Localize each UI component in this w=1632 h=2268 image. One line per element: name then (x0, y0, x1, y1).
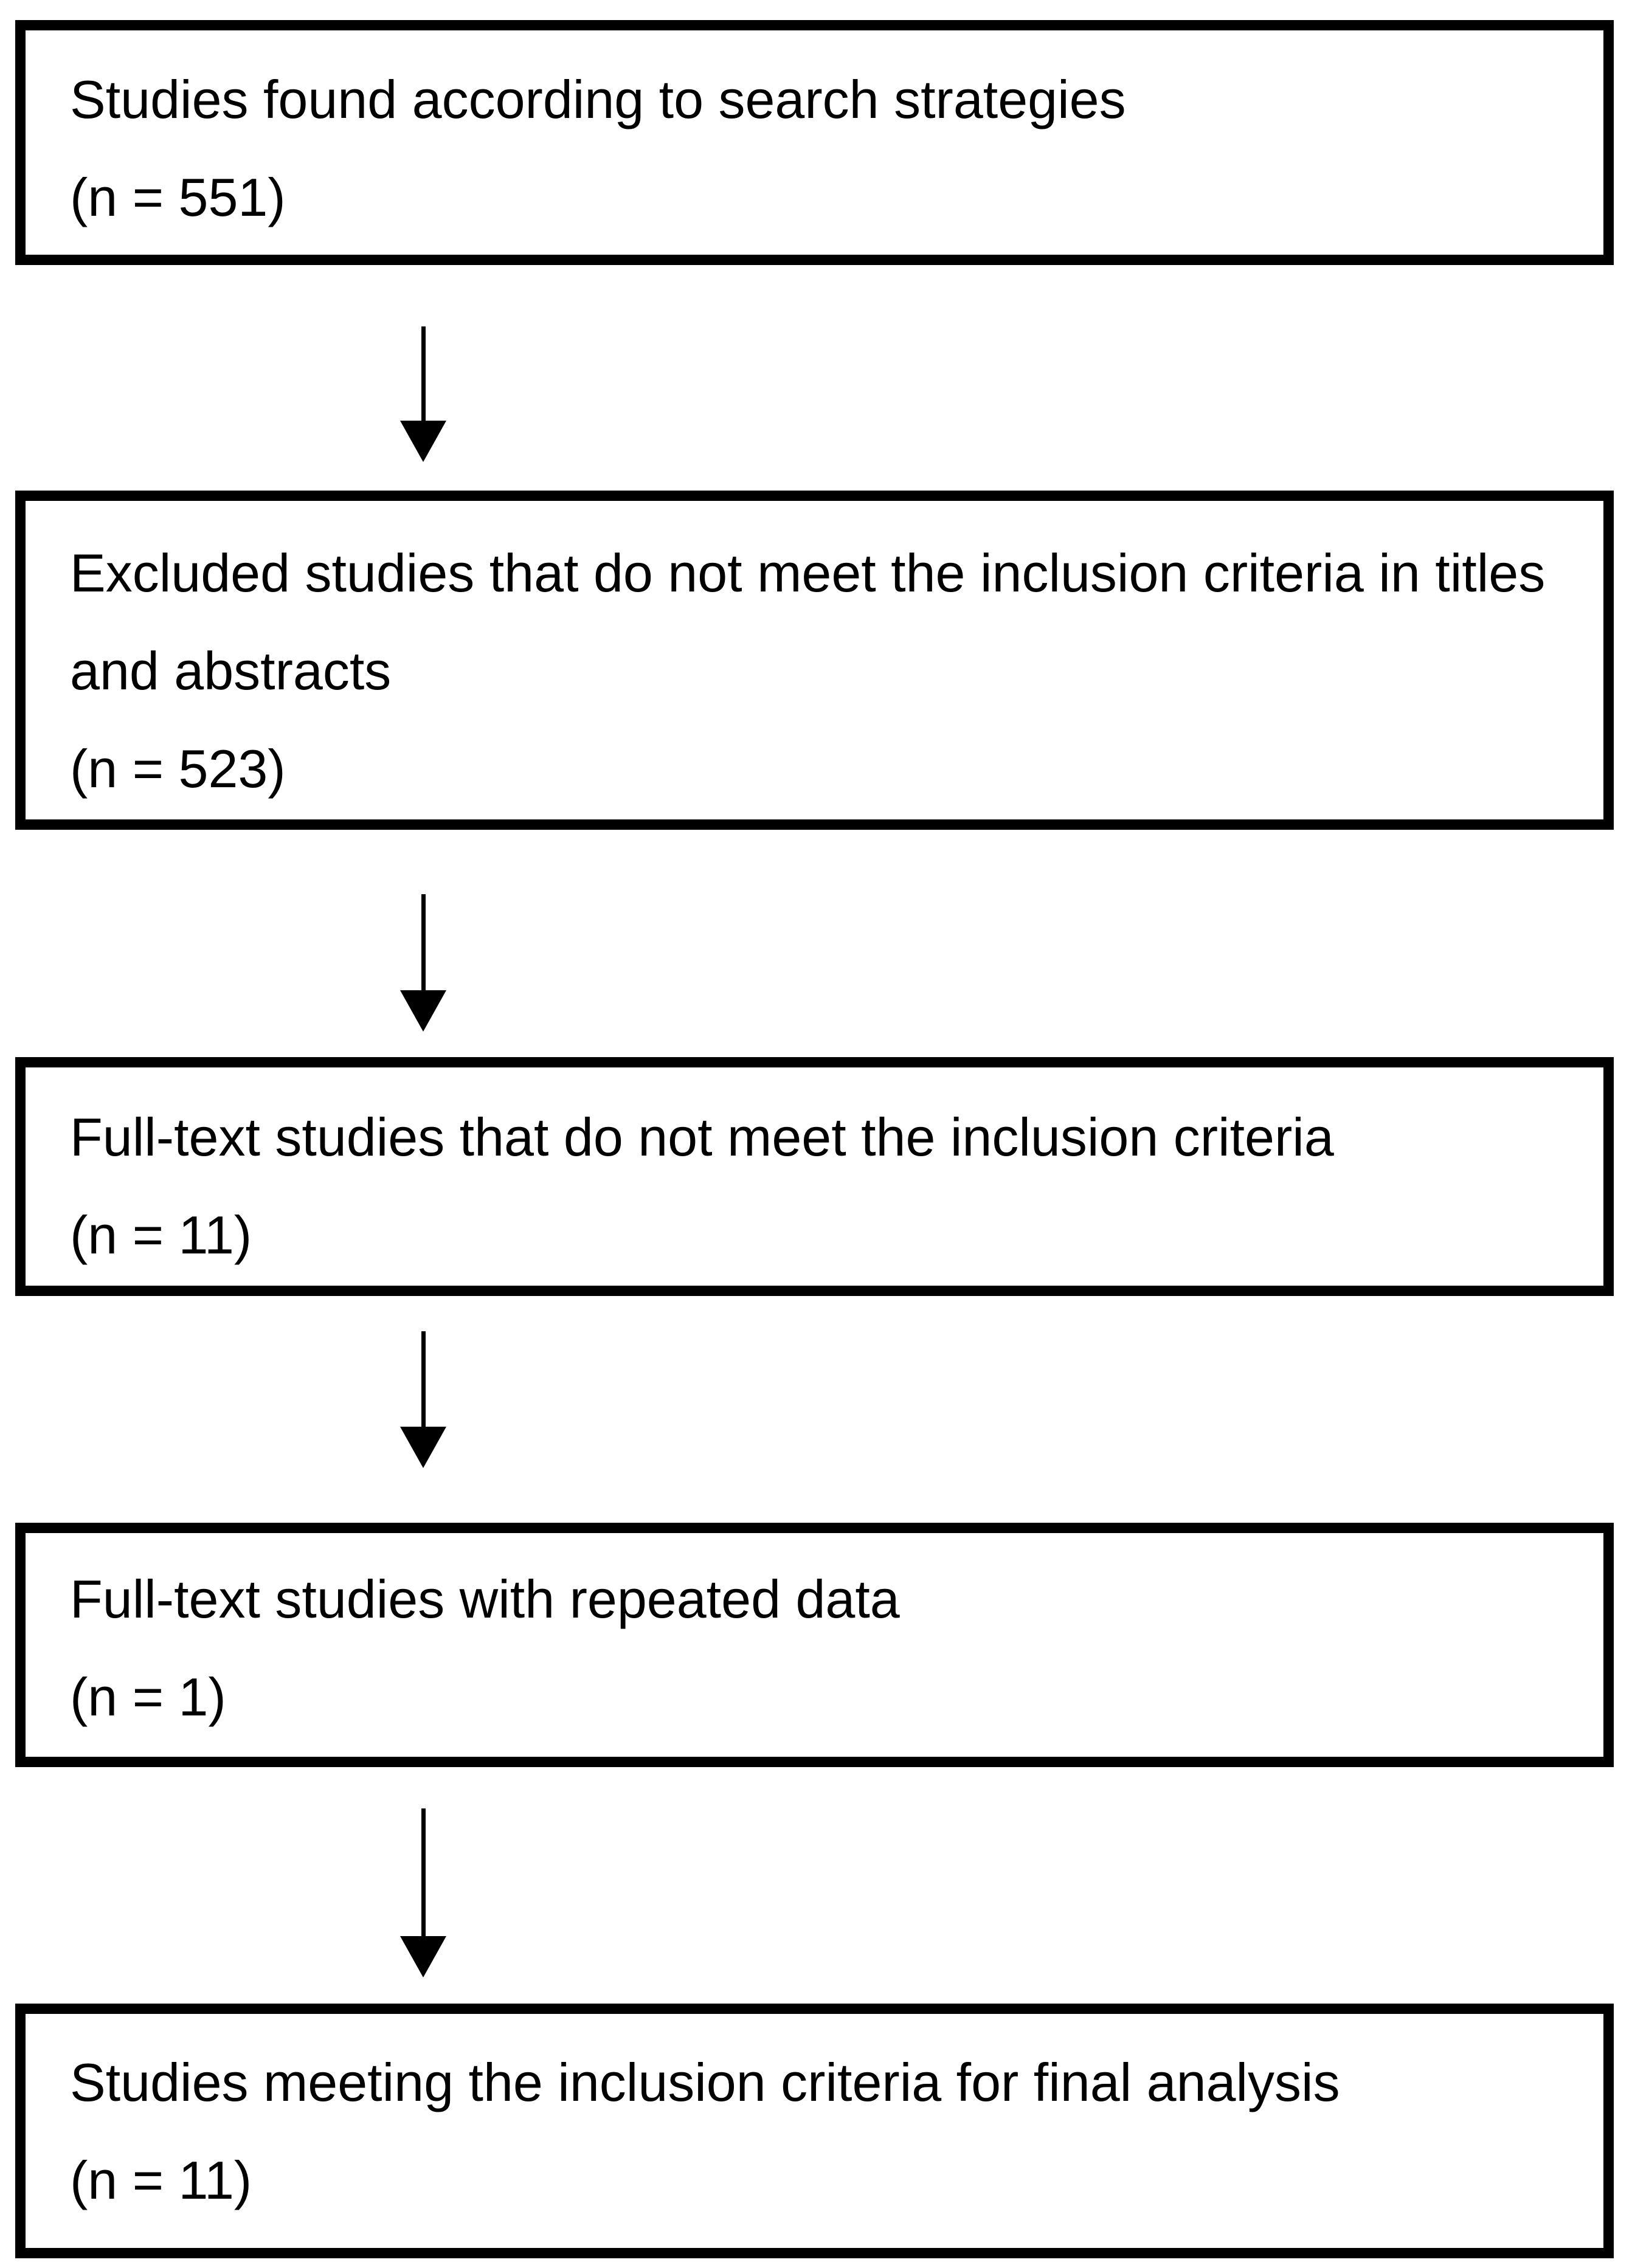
arrow-shaft (421, 1331, 426, 1429)
flow-box-studies-found: Studies found according to search strate… (15, 20, 1614, 265)
box-count: (n = 1) (70, 1667, 226, 1727)
arrow-shaft (421, 326, 426, 422)
box-label: Full-text studies with repeated data (70, 1569, 900, 1629)
flow-box-excluded-titles-abstracts: Excluded studies that do not meet the in… (15, 491, 1614, 830)
arrow-shaft (421, 894, 426, 992)
arrow-head (400, 1427, 446, 1468)
flow-box-fulltext-repeated-data: Full-text studies with repeated data (n … (15, 1523, 1614, 1767)
box-label: and abstracts (70, 640, 392, 701)
down-arrow-icon (400, 326, 446, 462)
box-label: Full-text studies that do not meet the i… (70, 1106, 1334, 1167)
arrow-head (400, 1936, 446, 1977)
down-arrow-icon (400, 1808, 446, 1977)
flow-box-final-analysis-included: Studies meeting the inclusion criteria f… (15, 2004, 1614, 2258)
box-count: (n = 11) (70, 2149, 252, 2210)
box-label: Studies found according to search strate… (70, 69, 1126, 129)
box-label: Excluded studies that do not meet the in… (70, 542, 1546, 603)
down-arrow-icon (400, 1331, 446, 1468)
down-arrow-icon (400, 894, 446, 1032)
box-count: (n = 11) (70, 1204, 252, 1265)
flow-box-fulltext-not-meeting-criteria: Full-text studies that do not meet the i… (15, 1057, 1614, 1296)
arrow-head (400, 990, 446, 1032)
box-count: (n = 523) (70, 738, 286, 799)
arrow-shaft (421, 1808, 426, 1938)
box-count: (n = 551) (70, 167, 286, 227)
arrow-head (400, 421, 446, 462)
box-label: Studies meeting the inclusion criteria f… (70, 2052, 1340, 2112)
